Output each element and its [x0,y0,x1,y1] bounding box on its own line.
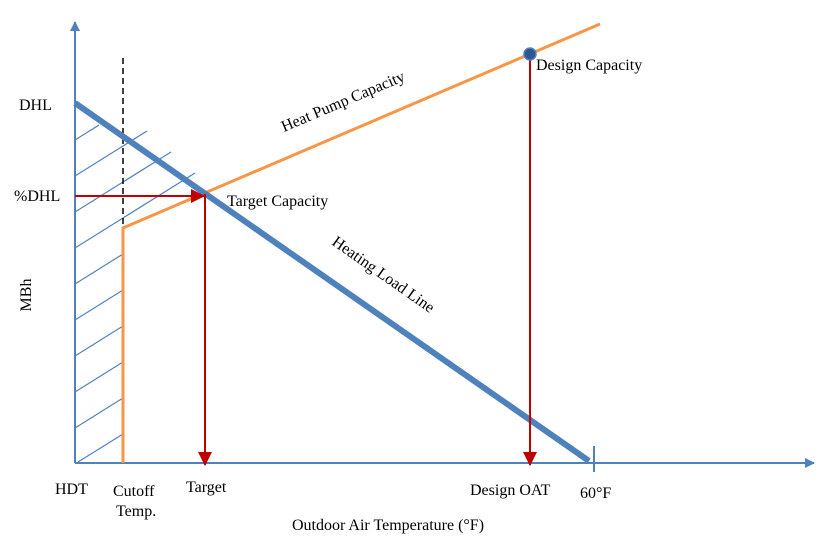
cutoff-label-line2: Temp. [116,503,156,520]
design-capacity-label: Design Capacity [536,57,642,74]
heat-pump-capacity-line [121,22,601,463]
unmet-load-hatching [74,124,124,463]
target-label: Target [186,479,227,496]
hdt-label: HDT [55,481,88,498]
x-axis-label: Outdoor Air Temperature (°F) [292,517,484,534]
heating-load-line [73,100,591,464]
heat-pump-capacity-label: Heat Pump Capacity [279,68,408,135]
design-oat-label: Design OAT [470,482,551,499]
dhl-label: DHL [19,97,52,114]
y-axis-label: MBh [18,279,35,312]
target-capacity-label: Target Capacity [227,193,328,210]
cutoff-label-line1: Cutoff [113,483,155,500]
pct-dhl-label: %DHL [14,188,60,205]
heating-load-line-label: Heating Load Line [329,233,438,316]
sixty-degree-label: 60°F [580,485,611,502]
design-capacity-point [523,47,537,61]
